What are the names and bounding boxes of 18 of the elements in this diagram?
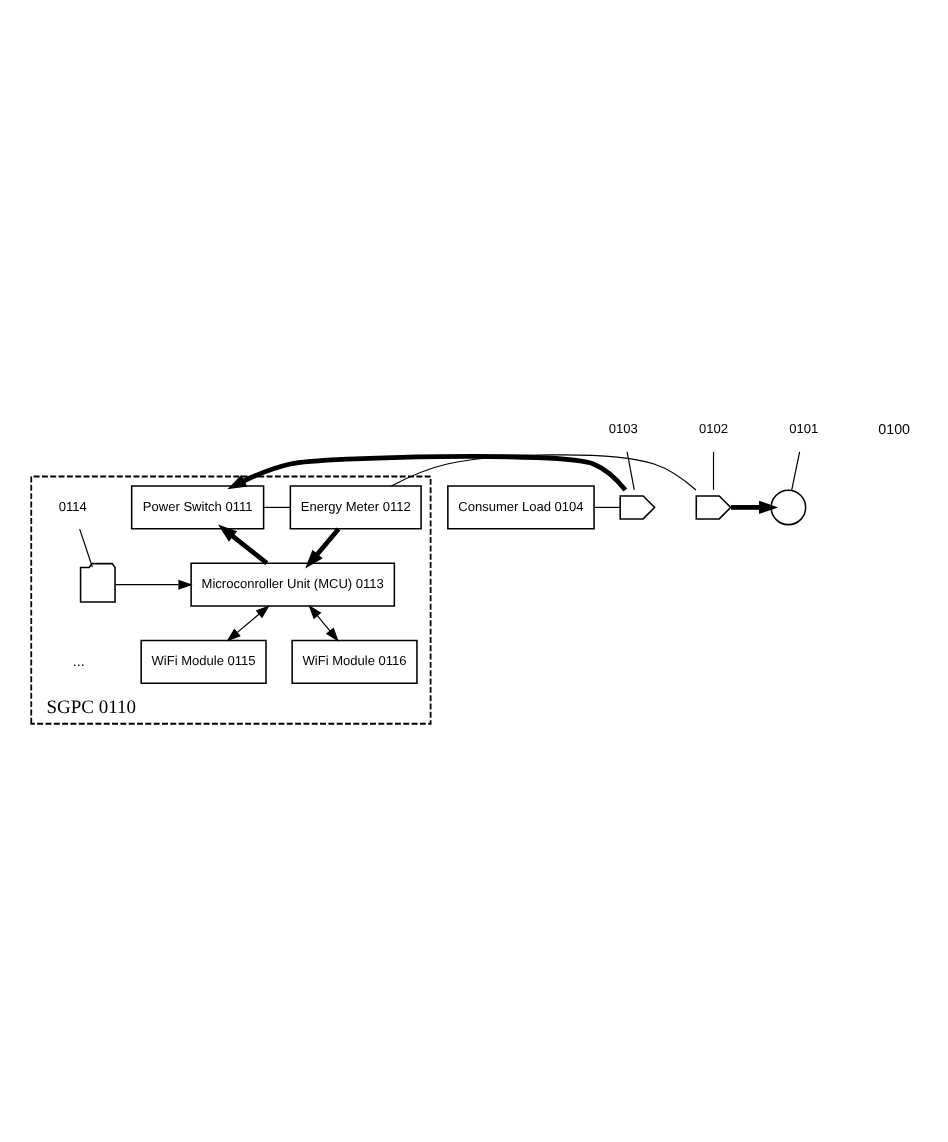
connector: [79, 528, 93, 568]
connector: [263, 506, 291, 508]
arrow: [227, 454, 628, 492]
arrow: [308, 604, 339, 642]
connector: [390, 454, 697, 491]
arrow: [305, 527, 341, 569]
arrow: [218, 524, 269, 565]
connector: [712, 451, 715, 491]
node-plug: [695, 495, 732, 520]
node-disk: [79, 562, 116, 603]
arrow: [731, 500, 779, 515]
arrow: [114, 579, 193, 590]
node-circle: [770, 489, 807, 526]
connector: [593, 506, 621, 508]
connector: [626, 451, 635, 491]
arrow: [226, 605, 270, 642]
node-plug: [619, 495, 656, 520]
connector: [791, 451, 801, 491]
